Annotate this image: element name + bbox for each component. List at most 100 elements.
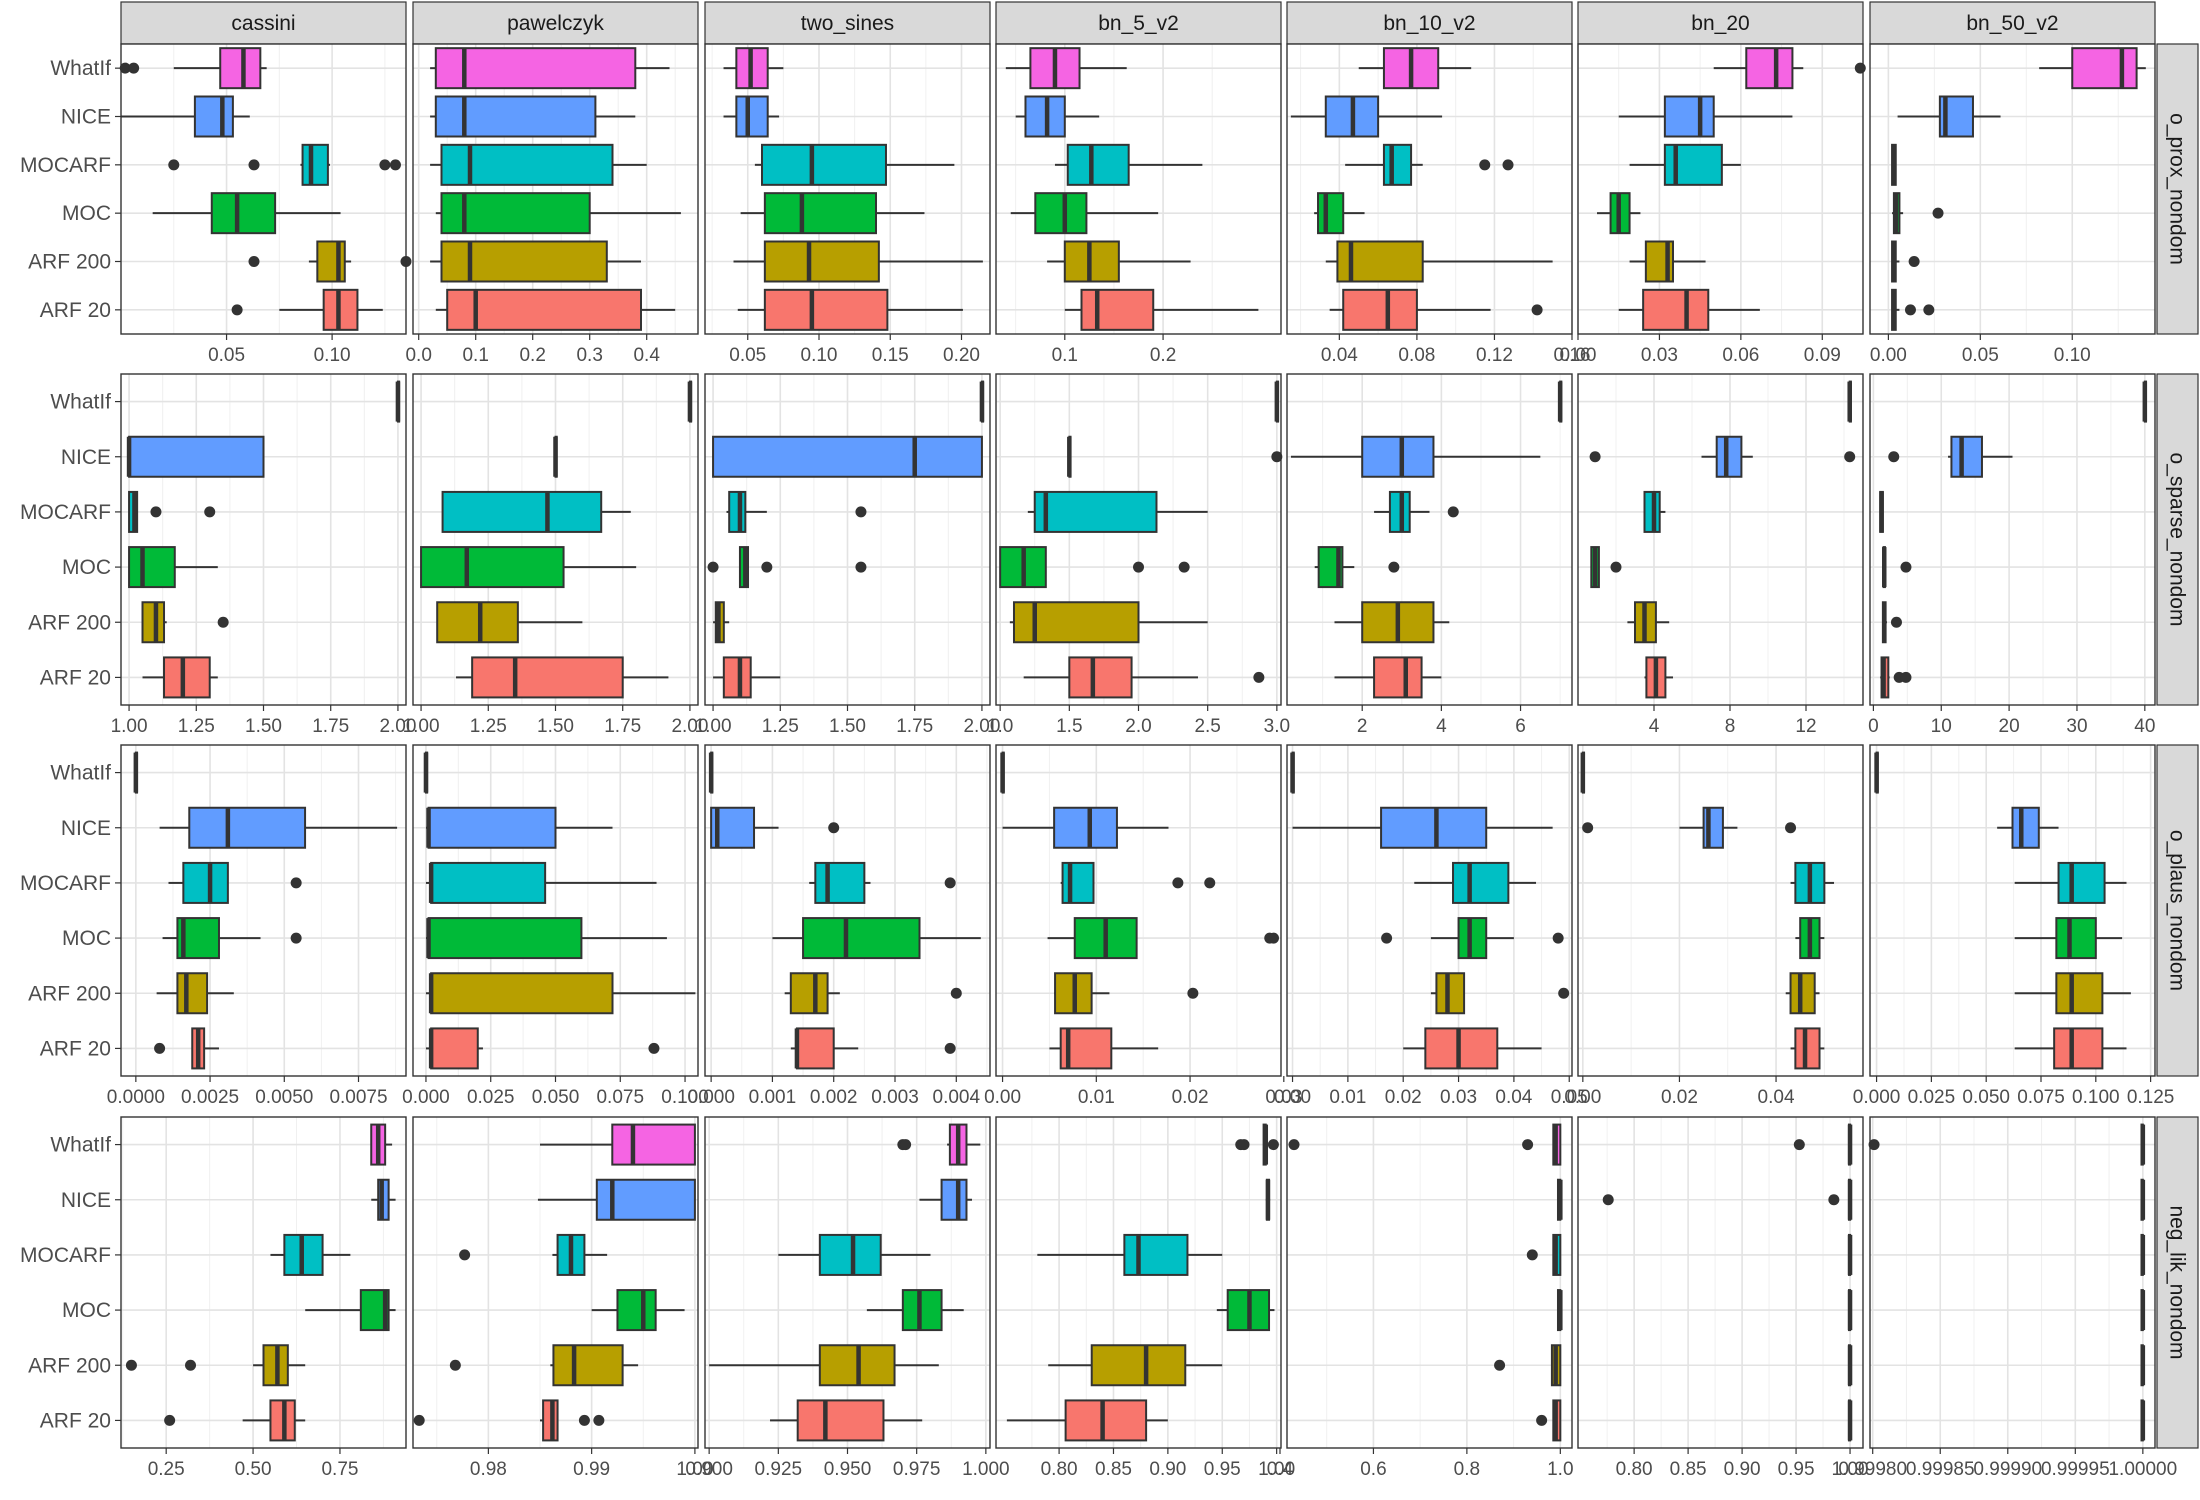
box-mocarf	[1526, 1233, 1562, 1276]
outlier-point	[648, 1042, 660, 1054]
panel-grid	[1870, 374, 2155, 705]
panel-grid	[121, 374, 406, 705]
box-nice	[919, 1178, 973, 1221]
box-moc	[1314, 192, 1365, 235]
box-arf-200	[2014, 972, 2131, 1015]
box-moc	[152, 192, 341, 235]
box-whatif	[119, 47, 267, 90]
row-strip-label: o_prox_nondom	[2166, 113, 2189, 265]
row-strip-o-plaus-nondom: o_plaus_nondom	[2156, 744, 2199, 1077]
box-arf-20	[1006, 1399, 1168, 1442]
box-nice	[1002, 806, 1169, 849]
category-label-nice: NICE	[61, 446, 111, 469]
outlier-point	[290, 932, 302, 944]
outlier-point	[1582, 822, 1594, 834]
x-tick-label: 0.003	[871, 1087, 919, 1108]
column-strip-background	[412, 1, 699, 45]
outlier-point	[950, 987, 962, 999]
box-body	[2053, 1027, 2104, 1070]
box-arf-200	[425, 972, 696, 1015]
column-strip-label: bn_5_v2	[1098, 12, 1179, 35]
box-whatif	[1274, 380, 1280, 423]
box-arf-20	[435, 288, 676, 331]
box-mocarf	[168, 861, 302, 904]
box-whatif	[1005, 47, 1127, 90]
box-body	[2071, 47, 2138, 90]
x-tick-label: 0.0025	[181, 1087, 239, 1108]
x-tick-label: 0.85	[1095, 1459, 1132, 1480]
panel-border	[995, 1116, 1282, 1449]
x-tick-label: 0.50	[235, 1459, 272, 1480]
outlier-point	[1923, 304, 1935, 316]
x-tick-label: 1.00	[1832, 1459, 1869, 1480]
outlier-point	[128, 62, 140, 74]
outlier-point	[1204, 877, 1216, 889]
box-mocarf	[1414, 861, 1537, 904]
box-body	[182, 861, 229, 904]
box-nice	[1265, 1178, 1271, 1221]
outlier-point	[1610, 561, 1622, 573]
box-arf-200	[248, 240, 412, 283]
box-nice	[1582, 806, 1797, 849]
x-tick-label: 1.75	[604, 716, 641, 737]
box-body	[420, 546, 565, 589]
box-body	[427, 806, 557, 849]
x-tick-label: 0.03	[1265, 1087, 1302, 1108]
box-nice	[1067, 435, 1283, 478]
box-body	[1950, 435, 1983, 478]
box-whatif	[1868, 1123, 2146, 1166]
x-tick-label: 0.900	[685, 1459, 733, 1480]
x-tick-label: 0.99980	[1838, 1459, 1907, 1480]
panel-border	[1869, 1116, 2156, 1449]
outlier-point	[125, 1359, 137, 1371]
box-body	[763, 240, 880, 283]
outlier-point	[389, 159, 401, 171]
box-moc	[1010, 192, 1159, 235]
outlier-point	[1793, 1139, 1805, 1151]
box-nice	[121, 95, 250, 138]
box-body	[1745, 47, 1794, 90]
outlier-point	[1271, 451, 1283, 463]
category-label-arf-20: ARF 20	[40, 1409, 111, 1432]
outlier-point	[449, 1359, 461, 1371]
x-tick-label: 0.8	[1454, 1459, 1480, 1480]
box-mocarf	[1790, 861, 1835, 904]
outlier-point	[1844, 451, 1856, 463]
panel-background	[1870, 374, 2155, 705]
outlier-point	[379, 159, 391, 171]
box-body	[1663, 143, 1723, 186]
x-tick-label: 1.25	[470, 716, 507, 737]
box-body	[471, 656, 624, 699]
box-nice	[553, 435, 558, 478]
x-tick-label: 0.15	[872, 345, 909, 366]
panel-border	[995, 43, 1282, 335]
panel-grid	[1287, 1117, 1572, 1448]
panel-border	[995, 744, 1282, 1077]
box-body	[814, 861, 866, 904]
box-arf-200	[1325, 240, 1553, 283]
box-moc	[1795, 917, 1825, 960]
box-body	[1123, 1233, 1189, 1276]
x-tick-label: 0.125	[2127, 1087, 2175, 1108]
x-tick-label: 0.99985	[1906, 1459, 1975, 1480]
box-arf-20	[790, 1027, 956, 1070]
x-tick-label: 0.16	[1554, 345, 1591, 366]
outlier-point	[1253, 671, 1265, 683]
box-arf-20	[425, 1027, 660, 1070]
column-strip-cassini: cassini	[120, 1, 407, 45]
outlier-point	[1890, 616, 1902, 628]
outlier-point	[185, 1359, 197, 1371]
box-nice	[710, 806, 840, 849]
